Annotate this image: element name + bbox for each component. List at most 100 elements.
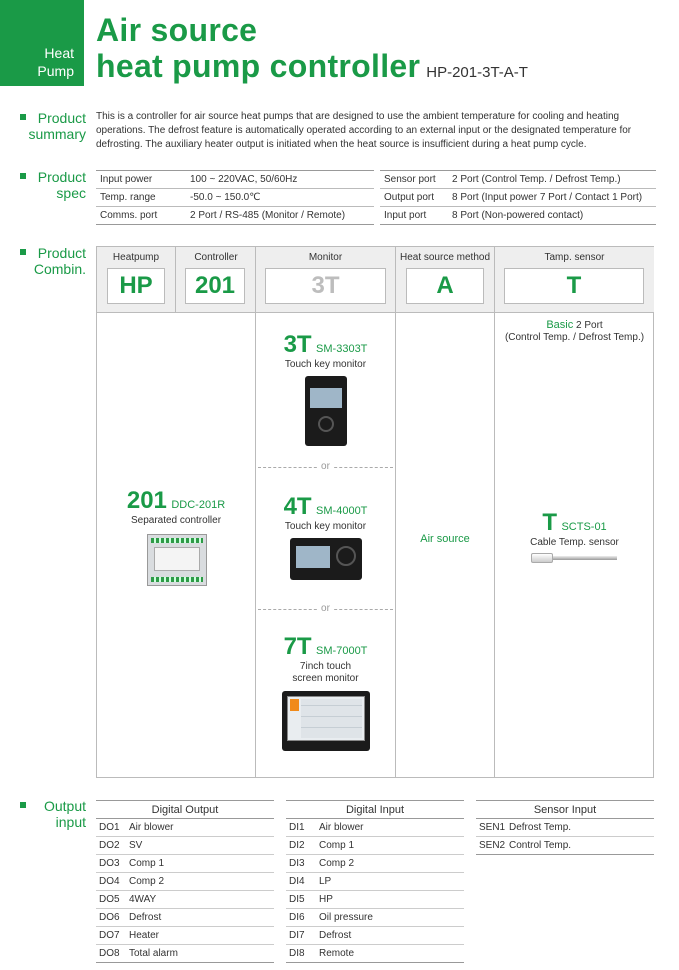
io-code: SEN1 [476, 818, 506, 837]
io-name: Comp 1 [126, 854, 274, 873]
spec-key: Temp. range [96, 188, 186, 207]
io-name: Remote [316, 944, 464, 963]
title-line1: Air source [96, 12, 258, 48]
output-label-line2: input [55, 814, 86, 830]
or-divider: or [258, 603, 393, 614]
header-label: Heat source method [399, 252, 491, 263]
monitor-desc: screen monitor [292, 673, 359, 684]
io-name: LP [316, 872, 464, 891]
monitor-image-3t [305, 376, 347, 446]
monitor-desc: 7inch touch [299, 661, 352, 672]
output-label-line1: Output [43, 798, 86, 814]
spec-label-line2: spec [56, 185, 86, 201]
bullet-icon [20, 249, 26, 255]
io-code: DO7 [96, 926, 126, 945]
spec-value: 2 Port (Control Temp. / Defrost Temp.) [448, 170, 656, 189]
header-code-hp: HP [107, 268, 165, 304]
io-code: DO6 [96, 908, 126, 927]
monitor-item-3t: 3T SM-3303T Touch key monitor [256, 331, 395, 371]
bullet-icon [20, 173, 26, 179]
heat-source-value: Air source [420, 533, 470, 545]
monitor-model: SM-7000T [316, 645, 368, 657]
io-name: Total alarm [126, 944, 274, 963]
summary-label-line1: Product [37, 110, 86, 126]
monitor-image-7t [282, 691, 370, 751]
io-name: Control Temp. [506, 836, 654, 855]
or-text: or [318, 461, 333, 472]
model-number: HP-201-3T-A-T [426, 64, 528, 81]
sensor-basic-text: 2 Port [573, 320, 603, 331]
monitor-desc: Touch key monitor [284, 359, 367, 370]
io-code: DI2 [286, 836, 316, 855]
spec-key: Input port [380, 206, 448, 225]
or-divider: or [258, 461, 393, 472]
header-code-heat-source: A [406, 268, 484, 304]
output-label: Output input [18, 798, 86, 830]
sensor-desc: Cable Temp. sensor [530, 537, 619, 548]
io-name: SV [126, 836, 274, 855]
monitor-item-7t: 7T SM-7000T 7inch touch screen monitor [256, 633, 395, 685]
category-tag: Heat Pump [0, 0, 84, 86]
monitor-code: 7T [283, 633, 312, 660]
digital-output-title: Digital Output [96, 800, 274, 819]
sensor-basic-label: Basic [546, 319, 574, 331]
controller-column: Heatpump Controller HP 201 201 DDC-201R … [97, 247, 256, 777]
sensor-image [531, 553, 617, 563]
io-name: Comp 2 [126, 872, 274, 891]
spec-value: 2 Port / RS-485 (Monitor / Remote) [186, 206, 374, 225]
summary-label-line2: summary [28, 126, 86, 142]
sensor-model: SCTS-01 [561, 521, 607, 533]
io-name: HP [316, 890, 464, 909]
combination-grid: Heatpump Controller HP 201 201 DDC-201R … [96, 246, 654, 778]
spec-key: Sensor port [380, 170, 448, 189]
column-header: Heatpump Controller HP 201 [97, 247, 255, 313]
io-name: Air blower [316, 818, 464, 837]
header-label: Monitor [308, 252, 343, 263]
sensor-code: T [542, 509, 557, 536]
monitor-code: 3T [283, 331, 312, 358]
bullet-icon [20, 802, 26, 808]
bullet-icon [20, 114, 26, 120]
sensor-input-title: Sensor Input [476, 800, 654, 819]
spec-value: 8 Port (Non-powered contact) [448, 206, 656, 225]
combination-label: Product Combin. [18, 245, 86, 277]
header-code-monitor: 3T [265, 268, 386, 304]
monitor-column: Monitor 3T 3T SM-3303T Touch key monitor… [256, 247, 396, 777]
io-name: Heater [126, 926, 274, 945]
io-name: Oil pressure [316, 908, 464, 927]
spec-value: 100 ~ 220VAC, 50/60Hz [186, 170, 374, 189]
or-text: or [318, 603, 333, 614]
spec-key: Input power [96, 170, 186, 189]
monitor-model: SM-3303T [316, 343, 368, 355]
header-label: Heatpump [112, 252, 160, 263]
spec-key: Comms. port [96, 206, 186, 225]
io-code: DI1 [286, 818, 316, 837]
io-code: DO2 [96, 836, 126, 855]
spec-label-line1: Product [37, 169, 86, 185]
header-code-controller: 201 [185, 268, 245, 304]
monitor-item-4t: 4T SM-4000T Touch key monitor [256, 493, 395, 533]
category-tag-line2: Pump [37, 63, 74, 79]
